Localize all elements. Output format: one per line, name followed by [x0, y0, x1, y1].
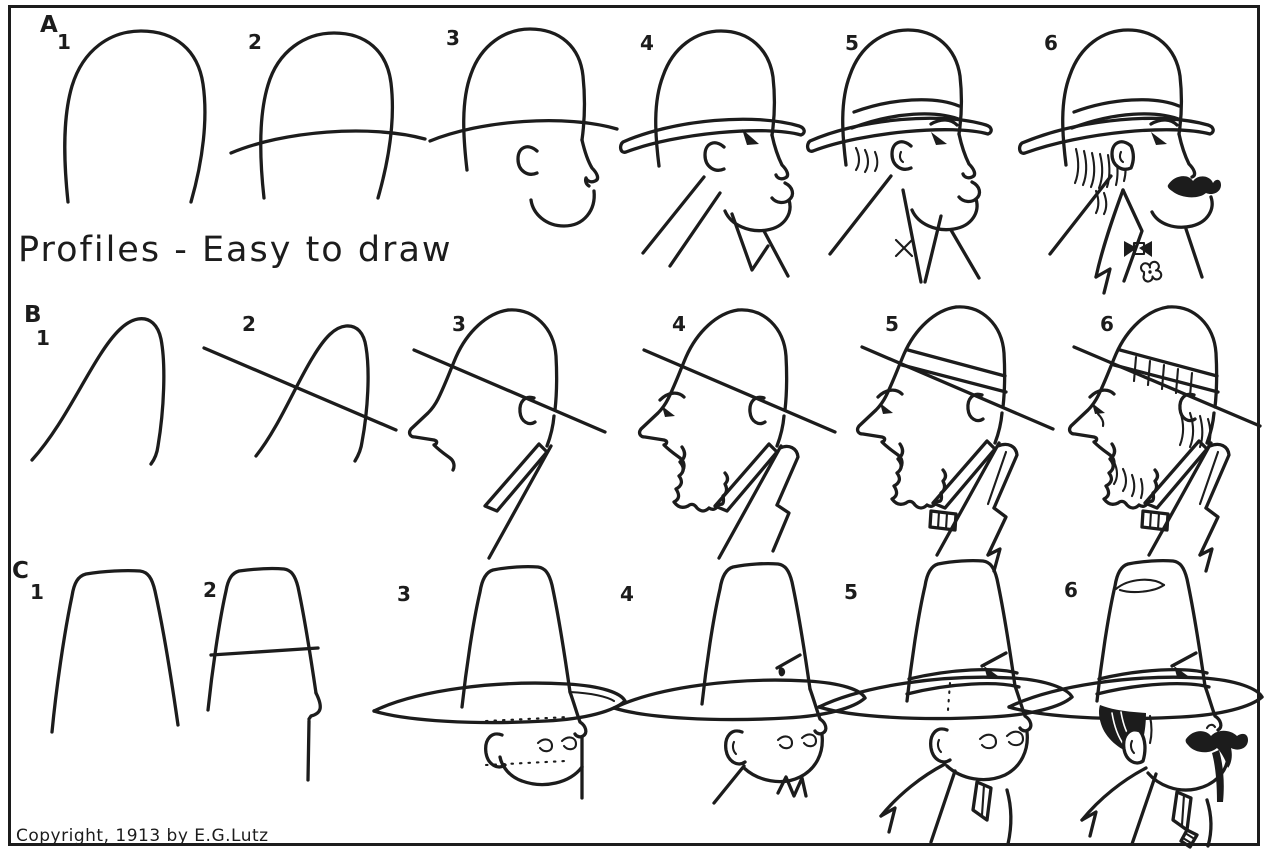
figure-b6	[1060, 292, 1265, 582]
figure-a3	[425, 18, 620, 228]
step-number-a1: 1	[57, 30, 72, 54]
figure-c3	[355, 558, 640, 803]
step-number-c5: 5	[844, 580, 859, 604]
row-label-a: A	[40, 12, 58, 38]
step-number-a5: 5	[845, 31, 860, 55]
figure-a6	[1000, 15, 1235, 295]
page-title: Profiles - Easy to draw	[18, 230, 453, 271]
figure-c2	[195, 560, 345, 785]
step-number-a6: 6	[1044, 31, 1059, 55]
figure-b1	[22, 298, 217, 468]
row-label-b: B	[24, 302, 42, 328]
step-number-c4: 4	[620, 582, 635, 606]
step-number-a2: 2	[248, 30, 263, 54]
figure-c6	[1000, 552, 1264, 849]
step-number-a3: 3	[446, 26, 461, 50]
figure-c4	[580, 555, 875, 810]
figure-c1	[35, 562, 195, 747]
figure-b5	[848, 292, 1068, 582]
step-number-c2: 2	[203, 578, 218, 602]
figure-a2	[228, 22, 428, 207]
step-number-b5: 5	[885, 312, 900, 336]
step-number-b4: 4	[672, 312, 687, 336]
figure-a1	[40, 22, 240, 207]
figure-b3	[400, 295, 620, 575]
step-number-b3: 3	[452, 312, 467, 336]
step-number-b2: 2	[242, 312, 257, 336]
step-number-c6: 6	[1064, 578, 1079, 602]
step-number-c3: 3	[397, 582, 412, 606]
figure-b4	[630, 295, 845, 580]
step-number-a4: 4	[640, 31, 655, 55]
figure-a4	[615, 18, 810, 293]
figure-b2	[200, 298, 400, 470]
row-label-c: C	[12, 558, 29, 584]
copyright-notice: Copyright, 1913 by E.G.Lutz	[16, 826, 269, 846]
step-number-b1: 1	[36, 326, 51, 350]
figure-a5	[800, 15, 1000, 300]
step-number-b6: 6	[1100, 312, 1115, 336]
step-number-c1: 1	[30, 580, 45, 604]
